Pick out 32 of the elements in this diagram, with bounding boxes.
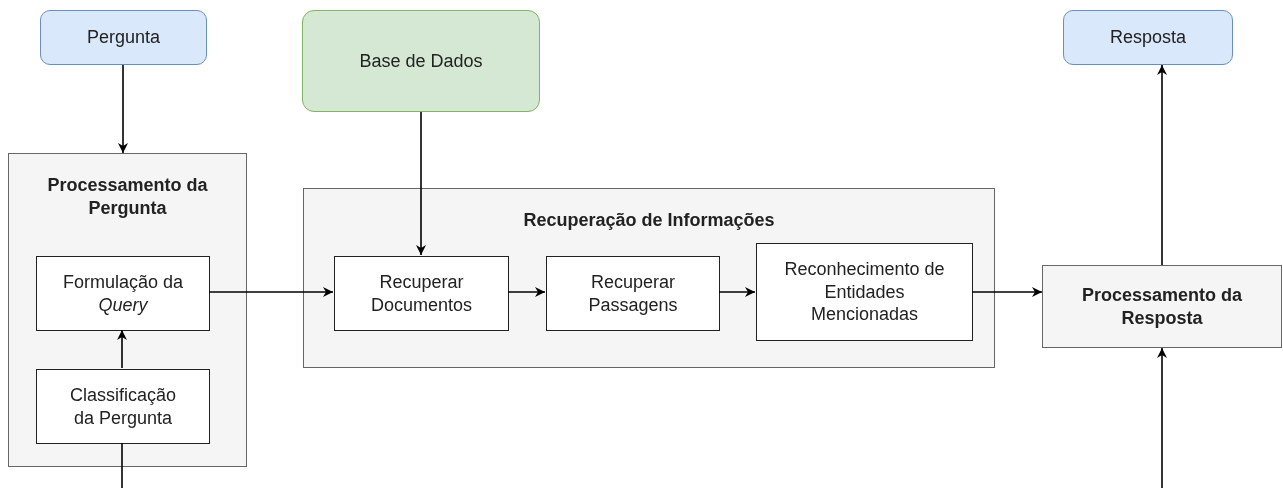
group-title: Processamento da Pergunta bbox=[46, 174, 209, 219]
arrow bbox=[507, 287, 546, 297]
group-title: Recuperação de Informações bbox=[523, 209, 775, 232]
arrow bbox=[416, 111, 426, 256]
process-box bbox=[756, 243, 973, 341]
node-label: Processamento da Resposta bbox=[1080, 284, 1244, 329]
node-label: Pergunta bbox=[86, 26, 161, 49]
connector-line bbox=[121, 442, 123, 488]
terminal-box bbox=[1063, 10, 1233, 65]
node-label: Resposta bbox=[1109, 26, 1186, 49]
arrow bbox=[718, 287, 756, 297]
arrow bbox=[971, 287, 1043, 297]
node-label: Formulação da Query bbox=[61, 271, 185, 316]
arrow bbox=[118, 64, 128, 154]
process-box bbox=[36, 369, 210, 444]
arrow bbox=[1157, 64, 1167, 266]
data-source-box bbox=[302, 10, 540, 112]
node-label: Base de Dados bbox=[359, 49, 483, 73]
process-box bbox=[36, 256, 210, 331]
node-label: Reconhecimento de Entidades Mencionadas bbox=[783, 258, 946, 326]
arrow bbox=[208, 287, 334, 297]
arrow bbox=[117, 329, 127, 369]
node-label: Recuperar Passagens bbox=[587, 271, 679, 316]
group-box bbox=[303, 188, 995, 368]
group-box bbox=[8, 153, 247, 467]
node-label: Classificação da Pergunta bbox=[68, 384, 177, 429]
terminal-box bbox=[40, 10, 207, 65]
arrow bbox=[1157, 347, 1167, 488]
process-box bbox=[1042, 265, 1282, 348]
node-label: Recuperar Documentos bbox=[369, 271, 474, 316]
process-box bbox=[334, 256, 509, 331]
process-box bbox=[546, 256, 720, 331]
